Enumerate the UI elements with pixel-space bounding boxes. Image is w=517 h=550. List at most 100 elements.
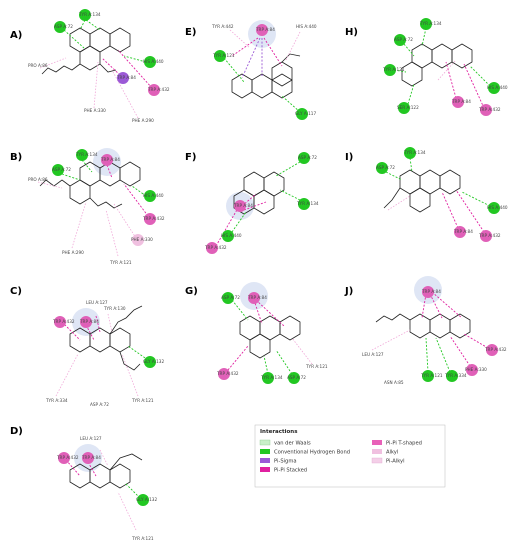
residue-node [298,152,310,164]
residue-label: HIS A:440 [296,24,317,29]
residue-node [384,64,396,76]
residue-label: TYR A:121 [131,536,154,541]
panel-e: E) TYR A:442 TRP A:84 HIS A:440 TYR A:12… [185,20,317,120]
legend: Interactions van der Waals Conventional … [254,424,446,488]
legend-label-alkyl: Alkyl [386,450,398,456]
residue-label: ASP A:72 [90,402,109,407]
panel-g-residues: ASP A:72 TRP A:84 TRP A:432 TYR A:134 AS… [216,292,328,384]
residue-label: PHE A:290 [132,118,154,123]
panel-b-residues: TYR A:134 ASP A:72 TRP A:84 PRO A:86 HIS… [28,149,165,265]
residue-label: TRP A:84 [255,27,275,32]
residue-label: TRP A:432 [484,347,507,352]
residue-label: HIS A:440 [143,59,164,64]
residue-node [486,344,498,356]
residue-label: GLY A:132 [143,359,164,364]
residue-label: TYR A:134 [296,201,319,206]
panel-b-label: B) [10,152,22,163]
panel-d-ligand [69,453,143,489]
legend-label-pisigma: Pi-Sigma [274,459,297,465]
legend-swatch-vdw [259,439,271,446]
residue-node [222,230,234,242]
panel-a-residues: TYR A:134 ASP A:72 PRO A:86 HIS A:440 TR… [28,9,170,123]
legend-swatch-pipi-tshaped [372,440,382,445]
residue-node [420,18,432,30]
residue-node [218,368,230,380]
panel-h-residues: TYR A:134 ASP A:72 TYR A:121 HIS A:440 S… [382,18,508,116]
panel-j: J) TRP A:84 LEU A:127 TRP A:432 PHE A:33… [344,276,507,385]
residue-label: HIS A:440 [487,85,508,90]
panel-j-label: J) [344,286,353,297]
residue-label: TRP A:84 [100,157,120,162]
residue-label: TYR A:442 [211,24,234,29]
residue-label: PHE A:330 [131,237,153,242]
legend-swatch-hbond [260,449,270,454]
residue-label: TYR A:121 [212,53,235,58]
residue-node [54,21,66,33]
residue-node [144,356,156,368]
residue-label: GLY A:132 [136,497,157,502]
residue-node [101,154,113,166]
residue-node [288,372,300,384]
panel-i-ligand [383,169,461,213]
residue-label: PRO A:86 [28,63,48,68]
residue-node [466,364,478,376]
residue-label: TYR A:134 [78,12,101,17]
residue-label: TRP A:432 [142,216,165,221]
legend-swatch-pialkyl [371,457,383,464]
residue-label: HIS A:440 [143,193,164,198]
residue-label: ASP A:72 [52,167,71,172]
residue-label: PRO A:86 [28,177,48,182]
panel-a-ligand [41,27,131,75]
residue-label: LEU A:127 [86,300,108,305]
residue-label: TYR A:121 [131,398,154,403]
residue-label: TYR A:121 [109,260,132,265]
panel-d-residues: LEU A:127 TRP A:432 TRP A:84 GLY A:132 T… [56,436,157,541]
residue-node [76,149,88,161]
legend-label-hbond: Conventional Hydrogen Bond [274,450,350,456]
residue-label: ASP A:72 [376,165,395,170]
residue-node [454,226,466,238]
residue-node [398,102,410,114]
residue-label: TRP A:84 [247,295,267,300]
residue-label: TRP A:84 [81,455,101,460]
residue-node [58,452,70,464]
panel-a-label: A) [10,30,22,41]
residue-label: PHE A:290 [62,250,84,255]
residue-node [132,234,144,246]
panel-c-residues: LEU A:127 TYR A:130 TRP A:432 TRP A:84 G… [45,300,164,407]
panel-f: F) ASP A:72 TRP A:84 TYR A:134 HIS A:440… [185,152,319,254]
legend-title: Interactions [260,429,298,435]
panel-h-label: H) [345,27,358,38]
residue-label: TRP A:432 [204,245,227,250]
residue-label: TRP A:84 [421,289,441,294]
residue-label: TRP A:84 [233,203,253,208]
panel-j-residues: TRP A:84 LEU A:127 TRP A:432 PHE A:330 A… [362,286,507,385]
residue-label: TRP A:84 [451,99,471,104]
residue-node [222,292,234,304]
residue-label: SER A:122 [397,105,419,110]
legend-label-pialkyl: Pi-Alkyl [386,459,405,465]
residue-node [404,147,416,159]
panel-j-ligand [375,313,471,339]
residue-node [144,190,156,202]
residue-label: TRP A:432 [478,107,501,112]
panel-i-label: I) [345,152,353,163]
residue-label: ASP A:72 [221,295,240,300]
residue-node [488,202,500,214]
residue-label: ASP A:72 [54,24,73,29]
residue-node [488,82,500,94]
legend-swatch-alkyl [372,449,382,454]
legend-swatch-pipi-stacked [260,467,270,472]
legend-label-pipi-stacked: Pi-Pi Stacked [274,468,307,474]
panel-e-residues: TYR A:442 TRP A:84 HIS A:440 TYR A:121 G… [211,24,317,120]
residue-label: TRP A:432 [478,233,501,238]
residue-label: TRP A:84 [116,75,136,80]
panel-g: G) ASP A:72 TRP A:84 TRP A:432 TYR A:134… [185,282,328,384]
residue-label: ASP A:72 [394,37,413,42]
legend-label-pipi-tshaped: Pi-Pi T-shaped [386,441,422,447]
residue-node [262,372,274,384]
residue-label: PHE A:330 [465,367,487,372]
residue-label: GLY A:117 [295,111,316,116]
residue-label: TRP A:432 [56,455,79,460]
residue-label: TYR A:121 [382,67,405,72]
